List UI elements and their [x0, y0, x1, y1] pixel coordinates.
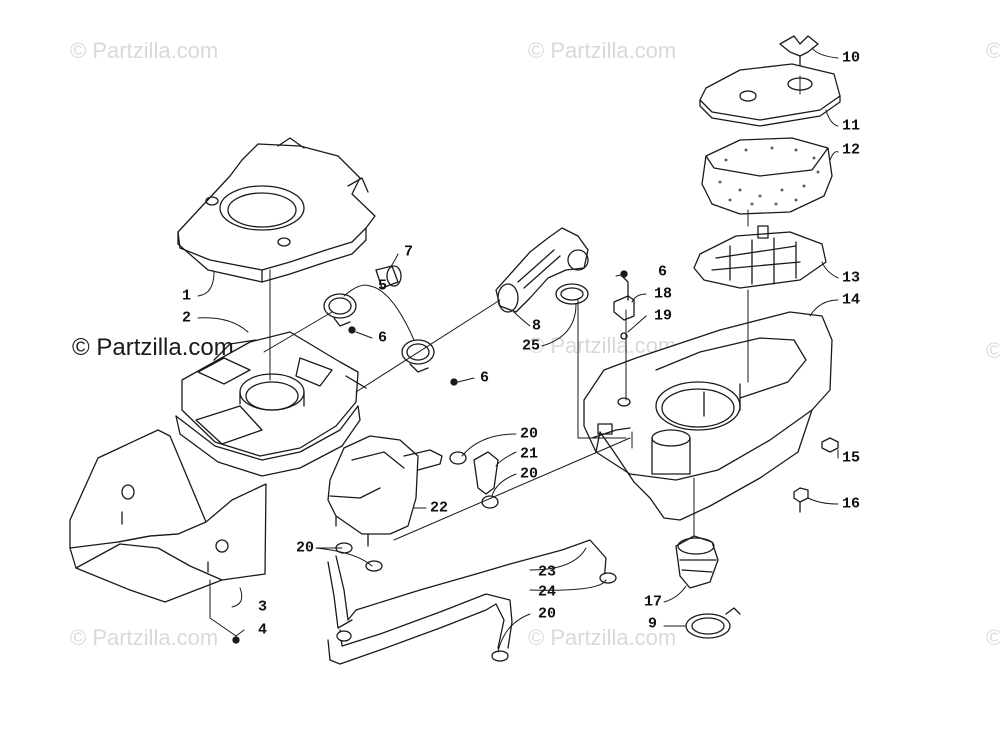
main-airbox-part-14	[583, 311, 833, 521]
watermark-top-left: © Partzilla.com	[70, 38, 219, 63]
hose-clamp-parts-20	[335, 542, 617, 662]
watermark-right-edge-1: ©	[986, 38, 1000, 63]
callout-3: 3	[258, 598, 268, 616]
callout-21: 21	[520, 445, 539, 463]
callout-5: 5	[378, 277, 388, 295]
watermark-top-center: © Partzilla.com	[528, 38, 677, 63]
callout-24: 24	[538, 583, 557, 601]
callout-20-c: 20	[296, 539, 315, 557]
watermark-main: © Partzilla.com	[72, 334, 234, 361]
hose-part-24	[327, 593, 513, 665]
cover-plate-part-1	[177, 137, 376, 283]
watermark-right-edge-2: ©	[986, 338, 1000, 363]
callout-12: 12	[842, 141, 861, 159]
callout-20-a: 20	[520, 425, 539, 443]
callout-11: 11	[842, 117, 861, 135]
callout-6-c: 6	[658, 263, 668, 281]
callout-22: 22	[430, 499, 449, 517]
callout-6-a: 6	[378, 329, 388, 347]
filter-cage-part-13	[693, 225, 827, 289]
bracket-part-18	[613, 275, 635, 340]
grommet-part-15	[821, 437, 839, 453]
callout-8: 8	[532, 317, 542, 335]
foam-filter-part-12	[701, 137, 833, 215]
boot-part-17	[675, 535, 719, 589]
callout-20-d: 20	[538, 605, 557, 623]
callout-25: 25	[522, 337, 541, 355]
fastener-part-16	[793, 487, 809, 513]
filter-lid-part-11	[699, 63, 841, 127]
assembly-lines	[209, 75, 801, 637]
clamp-part-25	[555, 283, 589, 305]
intake-duct-part-8	[495, 227, 589, 313]
callout-15: 15	[842, 449, 861, 467]
callout-10: 10	[842, 49, 861, 67]
watermark-bottom-center: © Partzilla.com	[528, 625, 677, 650]
callout-9: 9	[648, 615, 658, 633]
watermark-bottom-left: © Partzilla.com	[70, 625, 219, 650]
heat-shield-part-3	[69, 429, 267, 603]
callout-1: 1	[182, 287, 192, 305]
canister-part-22	[327, 435, 443, 547]
callout-4: 4	[258, 621, 268, 639]
hose-fitting-part-21	[449, 451, 499, 509]
callout-20-b: 20	[520, 465, 539, 483]
callout-14: 14	[842, 291, 861, 309]
watermark-right-edge-3: ©	[986, 625, 1000, 650]
callout-13: 13	[842, 269, 861, 287]
callout-16: 16	[842, 495, 861, 513]
leader-lines	[197, 47, 839, 653]
screws-parts-6-and-4	[232, 270, 628, 644]
callout-2: 2	[182, 309, 192, 327]
lower-airbox-part-2	[175, 331, 367, 477]
hose-part-23	[327, 539, 607, 629]
callout-17: 17	[644, 593, 663, 611]
callout-23: 23	[538, 563, 557, 581]
callout-18: 18	[654, 285, 673, 303]
callout-6-b: 6	[480, 369, 490, 387]
callout-19: 19	[654, 307, 673, 325]
callout-7: 7	[404, 243, 414, 261]
